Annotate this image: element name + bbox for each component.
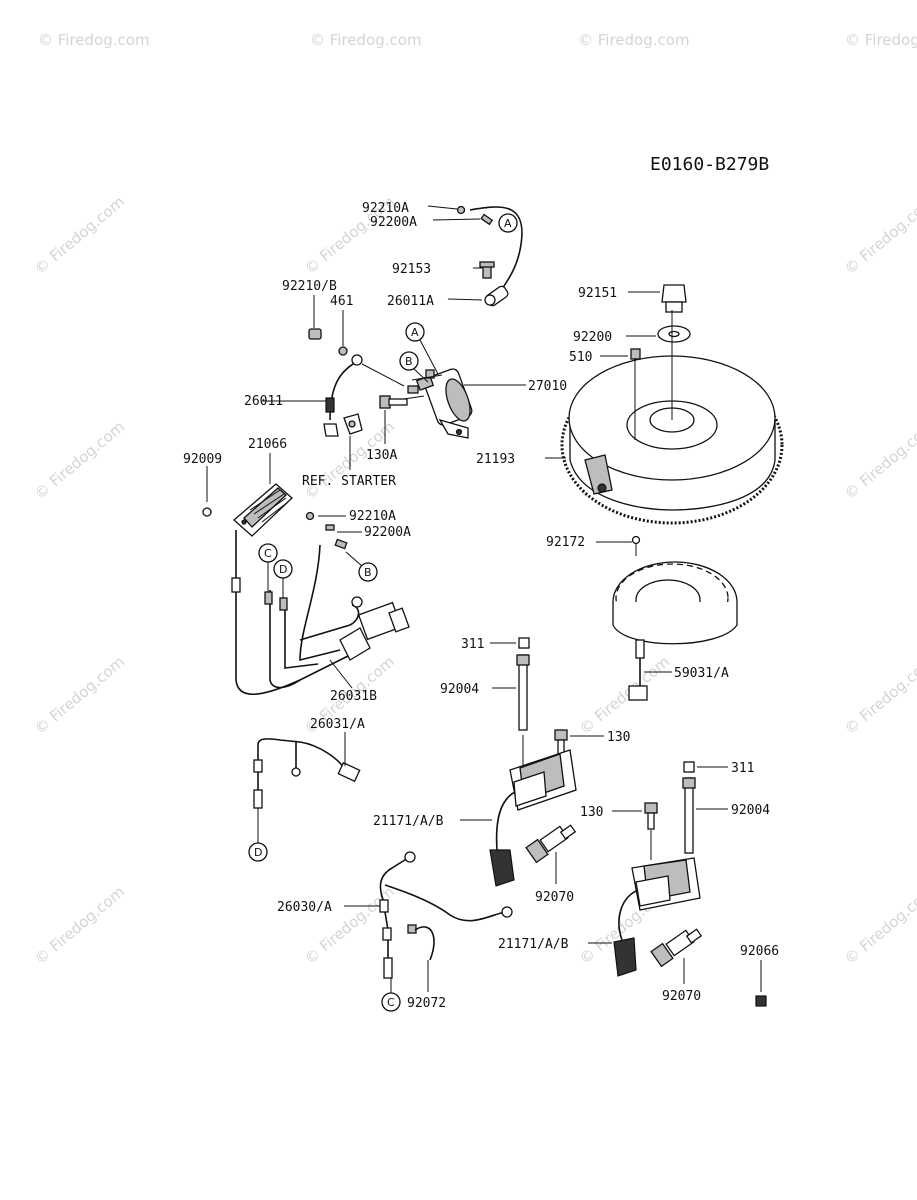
harness-26031B: [231, 511, 410, 696]
watermark-layer: © Firedog.com © Firedog.com © Firedog.co…: [31, 31, 917, 968]
part-label: 130: [580, 805, 603, 820]
part-label: 92072: [407, 996, 446, 1011]
watermark: © Firedog.com: [38, 31, 150, 49]
watermark: © Firedog.com: [841, 193, 917, 278]
connector-marker-label: D: [279, 563, 287, 576]
part-label: 92210A: [362, 201, 409, 216]
connector-marker-label: A: [504, 217, 512, 230]
watermark: © Firedog.com: [841, 883, 917, 968]
part-label: 510: [569, 350, 592, 365]
part-label: 311: [461, 637, 484, 652]
part-label: 92200A: [370, 215, 417, 230]
part-label: 92009: [183, 452, 222, 467]
nut-311: [518, 637, 530, 649]
part-label: 26030/A: [277, 900, 332, 915]
part-label: 92004: [731, 803, 770, 818]
part-label: 92066: [740, 944, 779, 959]
part-label: 26011: [244, 394, 283, 409]
bolt-130-right: [644, 802, 658, 830]
key-510: [630, 348, 641, 360]
stud-92004-left: [516, 654, 530, 731]
spark-plug-92070-left: [525, 824, 577, 864]
part-label: 27010: [528, 379, 567, 394]
battery-cable-26011: [308, 328, 405, 437]
reference-note: REF. STARTER: [302, 474, 396, 489]
watermark: © Firedog.com: [841, 418, 917, 503]
washer-92200: [657, 325, 691, 343]
spark-plug-92070-right: [650, 928, 703, 968]
part-label: 92210/B: [282, 279, 337, 294]
part-label: 311: [731, 761, 754, 776]
connector-marker-a: [405, 322, 425, 342]
part-label: 21171/A/B: [498, 937, 569, 952]
harness-26030A: [379, 851, 513, 979]
watermark: © Firedog.com: [845, 31, 917, 49]
part-label: 130A: [366, 448, 397, 463]
watermark: © Firedog.com: [31, 193, 128, 278]
part-label: 59031/A: [674, 666, 729, 681]
nut-311: [683, 761, 695, 773]
part-label: 92004: [440, 682, 479, 697]
watermark: © Firedog.com: [301, 883, 398, 968]
connector-lead-26011A: [456, 205, 523, 307]
connector-marker-label: D: [254, 846, 262, 859]
connector-marker-a: [498, 213, 518, 233]
part-label: 130: [607, 730, 630, 745]
bolt-92151: [661, 284, 687, 313]
flywheel-21193: [560, 355, 784, 525]
part-label: 21193: [476, 452, 515, 467]
part-label: 26031/A: [310, 717, 365, 732]
nut-92066: [755, 995, 767, 1007]
ignition-coil-21171-right: [613, 857, 701, 977]
part-label: 461: [330, 294, 353, 309]
ignition-coil-21171-left: [489, 749, 577, 887]
part-label: 92200A: [364, 525, 411, 540]
part-label: 26031B: [330, 689, 377, 704]
watermark: © Firedog.com: [31, 418, 128, 503]
connector-marker-b: [358, 562, 378, 582]
screw-92172: [631, 535, 641, 545]
part-label: 92070: [535, 890, 574, 905]
watermark: © Firedog.com: [576, 653, 673, 738]
stud-92004-right: [682, 777, 696, 854]
connector-marker-label: B: [364, 566, 372, 579]
connector-marker-label: A: [411, 326, 419, 339]
part-label: 92210A: [349, 509, 396, 524]
part-label: 92153: [392, 262, 431, 277]
stator-59031A: [612, 561, 738, 701]
watermark: © Firedog.com: [31, 653, 128, 738]
connector-marker-label: B: [405, 355, 413, 368]
part-label: 21171/A/B: [373, 814, 444, 829]
regulator-21066: [202, 466, 293, 537]
diagram-code: E0160-B279B: [650, 154, 769, 175]
part-label: 21066: [248, 437, 287, 452]
watermark: © Firedog.com: [310, 31, 422, 49]
part-label: 26011A: [387, 294, 434, 309]
part-label: 92200: [573, 330, 612, 345]
watermark: © Firedog.com: [841, 653, 917, 738]
part-label: 92070: [662, 989, 701, 1004]
connector-marker-label: C: [387, 996, 395, 1009]
watermark: © Firedog.com: [31, 883, 128, 968]
part-label: 92151: [578, 286, 617, 301]
watermark: © Firedog.com: [578, 31, 690, 49]
connector-marker-label: C: [264, 547, 272, 560]
starter-solenoid-27010: [383, 368, 473, 439]
part-label: 92172: [546, 535, 585, 550]
bolt-130A: [379, 395, 408, 409]
harness-26031A: [253, 738, 361, 809]
connector-marker-b: [399, 351, 419, 371]
